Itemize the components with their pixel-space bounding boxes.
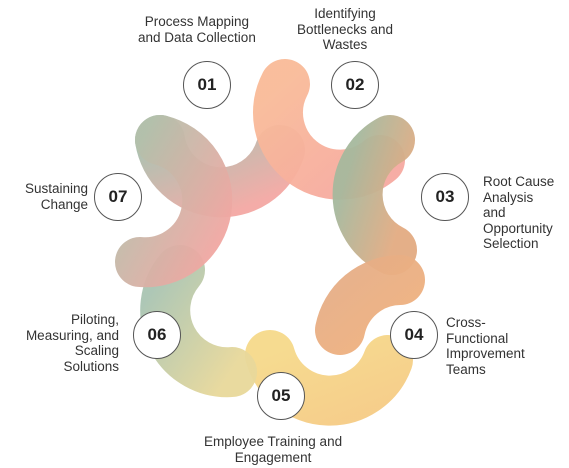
step-03-badge: 03	[421, 173, 469, 221]
step-01-badge: 01	[183, 61, 231, 109]
step-02-badge: 02	[331, 61, 379, 109]
petal-03	[332, 115, 417, 275]
petal-04	[315, 255, 425, 355]
step-04-badge: 04	[390, 311, 438, 359]
step-07-badge: 07	[94, 173, 142, 221]
step-06-badge: 06	[133, 311, 181, 359]
petal-07	[115, 115, 233, 288]
step-05-badge: 05	[257, 372, 305, 420]
